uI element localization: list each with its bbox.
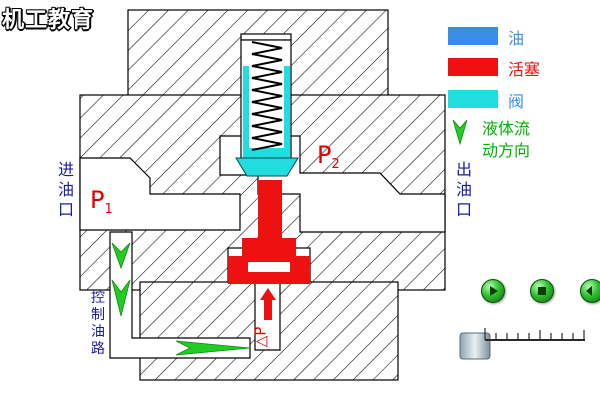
brand-logo: 机工教育 — [2, 8, 95, 33]
control-path-label: 控制油路 — [91, 290, 105, 357]
pressure-arrow — [260, 288, 276, 320]
p2-subscript: 2 — [331, 157, 340, 172]
inlet-passage — [79, 157, 241, 231]
down-arrow-2 — [111, 279, 131, 317]
delta-p-label-wrap: △P — [251, 318, 278, 358]
play-button[interactable] — [481, 279, 505, 303]
p2-text: P — [317, 141, 332, 169]
right-arrow — [175, 340, 251, 356]
inlet-label: 进油口 — [57, 160, 74, 219]
delta-p-label: △P — [251, 326, 270, 348]
stop-button[interactable] — [530, 279, 554, 303]
p2-label: P2 — [317, 141, 340, 172]
p1-label: P1 — [90, 186, 113, 217]
slider-track[interactable] — [459, 328, 585, 360]
rewind-button[interactable] — [580, 279, 600, 303]
play-icon — [490, 286, 498, 296]
stop-icon — [538, 287, 546, 295]
rewind-icon — [586, 286, 592, 296]
slider-ticks — [484, 328, 585, 340]
oil-label: 油 — [508, 29, 525, 48]
piston — [228, 180, 310, 284]
flow-arrows — [111, 242, 251, 356]
flow-label-line1: 液体流 — [482, 119, 531, 138]
piston-stem — [258, 180, 282, 238]
flow-direction-icon — [452, 119, 468, 146]
flow-label-line2: 动方向 — [482, 141, 531, 160]
p1-text: P — [90, 186, 105, 214]
control-passage — [109, 231, 251, 359]
oil-swatch — [448, 27, 498, 45]
piston-label: 活塞 — [508, 60, 541, 79]
piston-swatch — [448, 58, 498, 76]
valve-swatch — [448, 90, 498, 108]
outlet-label: 出油口 — [455, 160, 472, 219]
spring — [251, 41, 283, 151]
p1-subscript: 1 — [104, 202, 113, 217]
valve-label: 阀 — [508, 92, 525, 111]
down-arrow-1 — [111, 242, 131, 270]
